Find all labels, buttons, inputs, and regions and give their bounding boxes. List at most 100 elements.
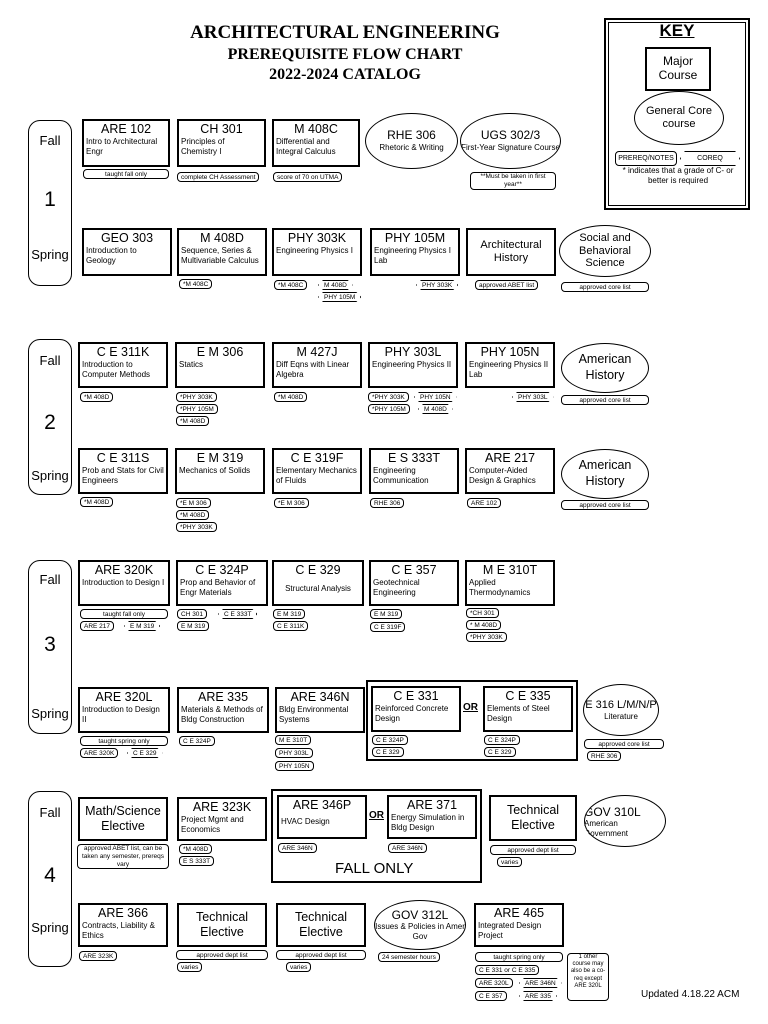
course-es-333t[interactable]: E S 333T Engineering Communication — [369, 448, 459, 494]
prereq-m408c: *M 408C — [274, 280, 308, 290]
course-name: Applied Thermodynamics — [469, 578, 531, 597]
course-me-310t[interactable]: M E 310T Applied Thermodynamics — [465, 560, 555, 606]
course-phy-105n[interactable]: PHY 105N Engineering Physics II Lab — [465, 342, 555, 388]
core-american-history-2[interactable]: American History — [561, 449, 649, 499]
prereq-es333t: E S 333T — [179, 856, 215, 866]
note-varies: varies — [177, 962, 203, 972]
course-technical-elective-1[interactable]: Technical Elective — [489, 795, 577, 841]
course-code: C E 331 — [393, 689, 439, 703]
note-core-list: approved core list — [584, 739, 664, 749]
or-group-structural — [366, 680, 578, 761]
prereq-ce311k: C E 311K — [273, 621, 309, 631]
course-ce-311s[interactable]: C E 311S Prob and Stats for Civil Engine… — [78, 448, 168, 494]
course-are-346n[interactable]: ARE 346N Bldg Environmental Systems — [275, 687, 365, 733]
prereq-rhe306: RHE 306 — [370, 498, 405, 508]
course-code: RHE 306 — [387, 128, 436, 143]
course-code: PHY 303K — [287, 231, 347, 245]
course-technical-elective-2[interactable]: Technical Elective — [177, 903, 267, 947]
year-3-fall-label: Fall — [39, 572, 61, 587]
chart-title: ARCHITECTURAL ENGINEERING — [190, 22, 500, 43]
course-math-science-elective[interactable]: Math/Science Elective — [78, 797, 168, 841]
coreq-ce329: C E 329 — [127, 748, 163, 758]
course-em-319[interactable]: E M 319 Mechanics of Solids — [175, 448, 265, 494]
legend-prereq: PREREQ/NOTES — [615, 151, 677, 166]
course-name: Geotechnical Engineering — [373, 578, 420, 597]
core-e-316[interactable]: E 316 L/M/N/P Literature — [583, 684, 659, 736]
course-are-323k[interactable]: ARE 323K Project Mgmt and Economics — [177, 797, 267, 841]
course-are-217[interactable]: ARE 217 Computer-Aided Design & Graphics — [465, 448, 555, 494]
legend-core-course: General Core course — [634, 91, 724, 145]
prereq-ce329: C E 329 — [372, 747, 404, 757]
course-phy-303k[interactable]: PHY 303K Engineering Physics I — [272, 228, 362, 276]
course-are-366[interactable]: ARE 366 Contracts, Liability & Ethics — [78, 903, 168, 947]
course-name: Engineering Physics II — [372, 360, 452, 369]
course-name: Engineering Physics II Lab — [469, 360, 549, 379]
course-ce-329[interactable]: C E 329 Structural Analysis — [272, 560, 364, 606]
note-semester-hours: 24 semester hours — [378, 952, 440, 962]
year-3-spring-label: Spring — [31, 706, 69, 721]
course-phy-303l[interactable]: PHY 303L Engineering Physics II — [368, 342, 458, 388]
course-code: ARE 335 — [197, 690, 249, 704]
year-4-fall-label: Fall — [39, 805, 61, 820]
course-geo-303[interactable]: GEO 303 Introduction to Geology — [82, 228, 172, 276]
course-ce-331[interactable]: C E 331 Reinforced Concrete Design — [371, 686, 461, 732]
year-1-bracket — [28, 120, 72, 286]
course-code: C E 329 — [295, 563, 341, 577]
course-name: Engineering Physics I Lab — [374, 246, 451, 265]
course-m-408c[interactable]: M 408C Differential and Integral Calculu… — [272, 119, 360, 167]
course-m-427j[interactable]: M 427J Diff Eqns with Linear Algebra — [272, 342, 362, 388]
course-are-102[interactable]: ARE 102 Intro to Architectural Engr — [82, 119, 170, 167]
coreq-phy303l: PHY 303L — [512, 392, 554, 402]
prereq-phy303k: *PHY 303K — [466, 632, 507, 642]
course-name: Project Mgmt and Economics — [181, 815, 244, 834]
course-code: ARE 102 — [100, 122, 152, 136]
prereq-m408d: *M 408D — [176, 510, 210, 520]
core-rhe-306[interactable]: RHE 306 Rhetoric & Writing — [365, 113, 458, 169]
course-name: Diff Eqns with Linear Algebra — [276, 360, 350, 379]
or-label: OR — [369, 810, 384, 821]
prereq-phy303k: *PHY 303K — [368, 392, 409, 402]
prereq-phy303k: *PHY 303K — [176, 522, 217, 532]
core-american-history-1[interactable]: American History — [561, 343, 649, 393]
course-technical-elective-3[interactable]: Technical Elective — [276, 903, 366, 947]
core-social-behavioral-science[interactable]: Social and Behavioral Science — [559, 225, 651, 277]
course-are-371[interactable]: ARE 371 Energy Simulation in Bldg Design — [387, 795, 477, 839]
prereq-phy303l: PHY 303L — [275, 748, 313, 758]
note-dept-list: approved dept list — [490, 845, 576, 855]
course-m-408d[interactable]: M 408D Sequence, Series & Multivariable … — [177, 228, 267, 276]
course-are-465[interactable]: ARE 465 Integrated Design Project — [474, 903, 564, 947]
note-taught-fall-only: taught fall only — [83, 169, 169, 179]
course-name: Principles of Chemistry I — [181, 137, 225, 156]
year-2-number: 2 — [44, 411, 56, 434]
course-code: ARE 465 — [493, 906, 545, 920]
course-are-346p[interactable]: ARE 346P HVAC Design — [277, 795, 367, 839]
course-ce-335[interactable]: C E 335 Elements of Steel Design — [483, 686, 573, 732]
course-ce-324p[interactable]: C E 324P Prop and Behavior of Engr Mater… — [176, 560, 268, 606]
course-phy-105m[interactable]: PHY 105M Engineering Physics I Lab — [370, 228, 460, 276]
course-ce-311k[interactable]: C E 311K Introduction to Computer Method… — [78, 342, 168, 388]
course-ch-301[interactable]: CH 301 Principles of Chemistry I — [177, 119, 266, 167]
coreq-ce333t: C E 333T — [218, 609, 257, 619]
coreq-are335: ARE 335 — [519, 991, 557, 1001]
course-em-306[interactable]: E M 306 Statics — [175, 342, 265, 388]
prereq-m408d: *M 408D — [176, 416, 210, 426]
course-are-320k[interactable]: ARE 320K Introduction to Design I — [78, 560, 170, 606]
course-architectural-history[interactable]: Architectural History — [466, 228, 556, 276]
course-code: C E 335 — [505, 689, 551, 703]
core-gov-310l-outline — [584, 795, 666, 847]
note-abet-any-semester: approved ABET list, can be taken any sem… — [77, 844, 169, 870]
year-1-fall-label: Fall — [39, 133, 61, 148]
course-are-335[interactable]: ARE 335 Materials & Methods of Bldg Cons… — [177, 687, 269, 733]
course-ce-357[interactable]: C E 357 Geotechnical Engineering — [369, 560, 459, 606]
note-core-list: approved core list — [561, 395, 649, 405]
course-are-320l[interactable]: ARE 320L Introduction to Design II — [78, 687, 170, 733]
course-name: Prob and Stats for Civil Engineers — [82, 466, 164, 485]
or-label: OR — [463, 702, 478, 713]
or-group-fall-only — [271, 789, 482, 883]
core-gov-312l[interactable]: GOV 312L Issues & Policies in Amer Gov — [374, 900, 466, 950]
catalog-label: 2022-2024 CATALOG — [269, 66, 421, 83]
core-ugs-302[interactable]: UGS 302/3 First-Year Signature Course — [460, 113, 561, 169]
course-code: M 408C — [294, 122, 338, 136]
course-ce-319f[interactable]: C E 319F Elementary Mechanics of Fluids — [272, 448, 362, 494]
course-code: Technical Elective — [294, 910, 348, 939]
